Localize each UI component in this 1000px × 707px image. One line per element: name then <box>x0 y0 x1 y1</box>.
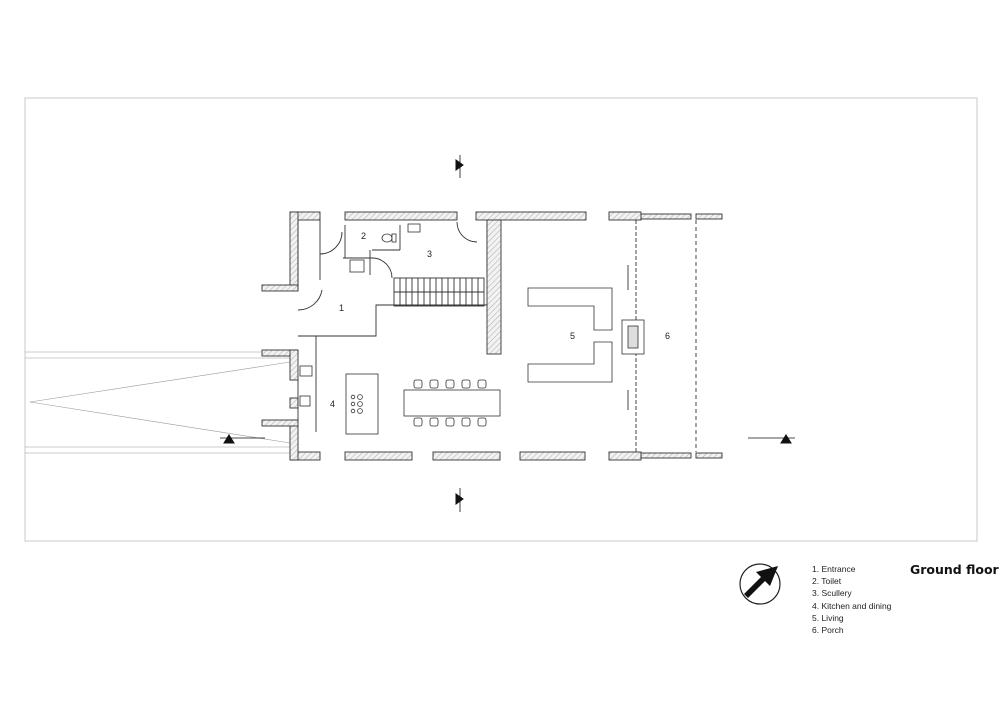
section-marker-icon <box>220 155 795 512</box>
room-number-4: 4 <box>330 399 335 409</box>
legend-item: 2. Toilet <box>812 576 842 587</box>
dining-table <box>403 389 501 417</box>
site-boundary <box>24 97 978 542</box>
room-numbers: 1 2 3 4 5 6 <box>330 231 670 409</box>
page-title: Ground floor <box>910 562 999 577</box>
exterior-walls <box>261 211 723 461</box>
legend-item: 6. Porch <box>812 625 844 636</box>
legend-item: 3. Scullery <box>812 588 852 599</box>
furniture <box>299 223 645 435</box>
sofa-bottom <box>527 341 613 383</box>
legend-item: 4. Kitchen and dining <box>812 600 892 611</box>
room-number-6: 6 <box>665 331 670 341</box>
room-legend: 1. Entrance 2. Toilet 3. Scullery 4. Kit… <box>812 563 891 636</box>
north-arrow-icon <box>739 563 781 605</box>
interior-walls <box>297 219 697 452</box>
room-number-2: 2 <box>361 231 366 241</box>
room-number-3: 3 <box>427 249 432 259</box>
driveway <box>25 351 291 454</box>
room-number-5: 5 <box>570 331 575 341</box>
room-number-1: 1 <box>339 303 344 313</box>
sofa-top <box>527 287 613 331</box>
legend-item: 1. Entrance <box>812 564 856 574</box>
legend-item: 5. Living <box>812 612 844 623</box>
